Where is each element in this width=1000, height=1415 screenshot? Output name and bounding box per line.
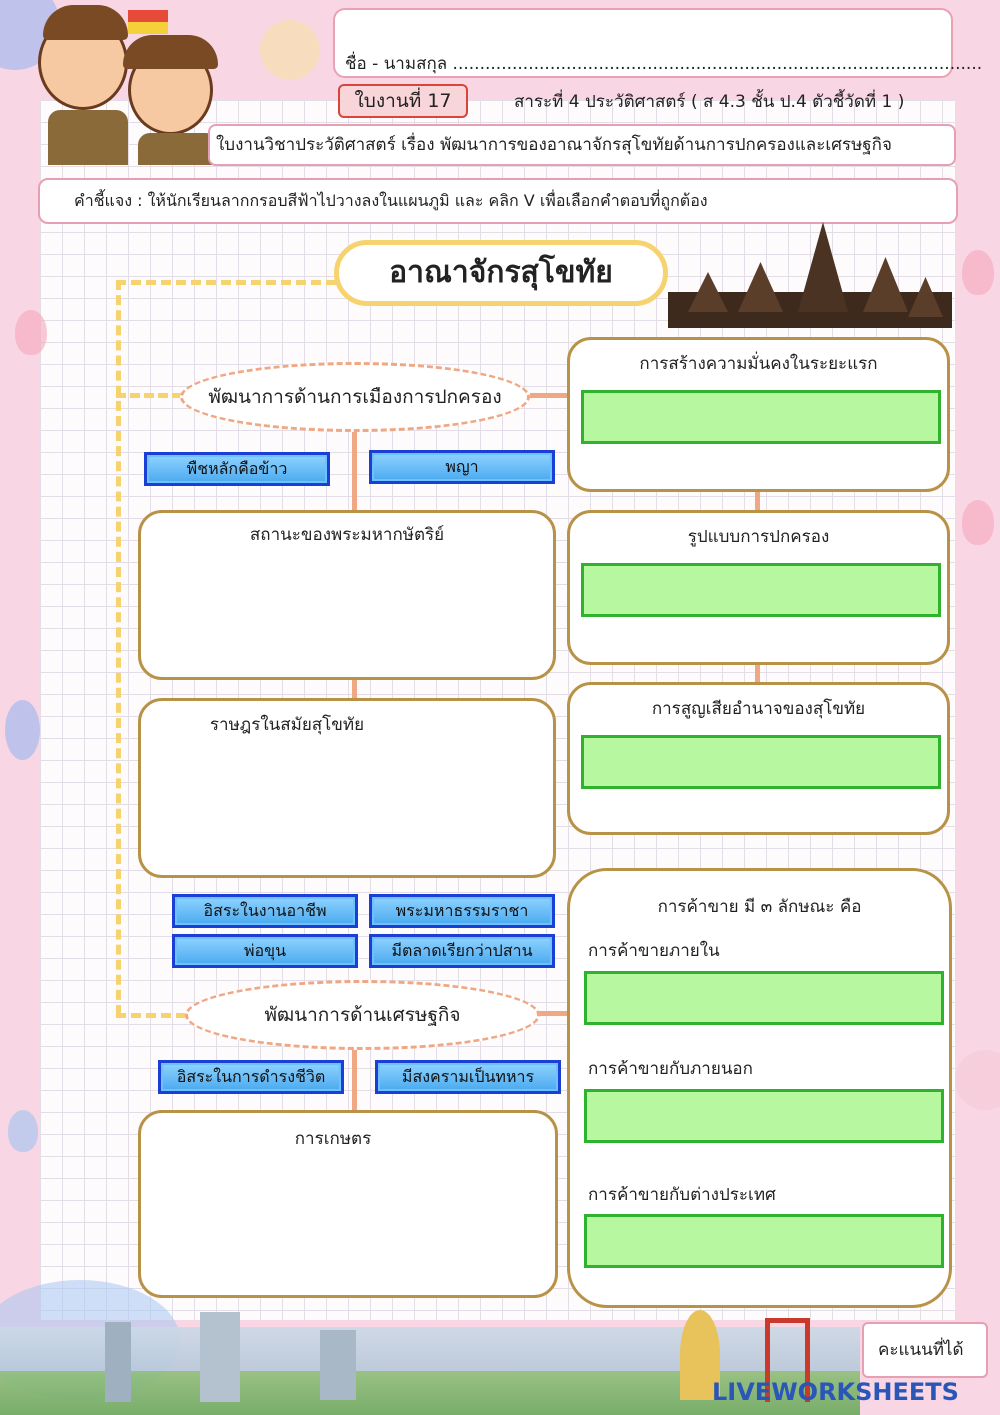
drag-tile[interactable]: พืชหลักคือข้าว <box>144 452 330 486</box>
connector-line <box>352 678 357 700</box>
box-label: การเกษตร <box>141 1125 525 1152</box>
connector-line <box>755 662 760 684</box>
economy-oval: พัฒนาการด้านเศรษฐกิจ <box>185 980 540 1050</box>
answer-field[interactable] <box>581 735 941 789</box>
question-trade: การค้าขาย มี ๓ ลักษณะ คือ การค้าขายภายใน… <box>567 868 952 1308</box>
connector-dashed <box>116 280 121 1015</box>
skyline-tower <box>105 1322 131 1402</box>
question-loss-power: การสูญเสียอำนาจของสุโขทัย <box>567 682 950 835</box>
connector-dashed <box>116 393 182 398</box>
drag-tile[interactable]: พ่อขุน <box>172 934 358 968</box>
drop-zone-agriculture[interactable]: การเกษตร <box>138 1110 558 1298</box>
kingdom-title: อาณาจักรสุโขทัย <box>334 240 668 306</box>
score-label: คะแนนที่ได้ <box>878 1340 964 1360</box>
connector-line <box>530 393 570 398</box>
decor-tulip <box>962 250 994 295</box>
trade-foreign-label: การค้าขายกับต่างประเทศ <box>588 1181 776 1208</box>
name-field[interactable]: ชื่อ - นามสกุล .........................… <box>333 8 953 78</box>
subject-text: สาระที่ 4 ประวัติศาสตร์ ( ส 4.3 ชั้น ป.4… <box>514 88 904 115</box>
connector-line <box>755 490 760 512</box>
liveworksheets-logo: LIVEWORKSHEETS <box>712 1378 959 1406</box>
drag-tile[interactable]: อิสระในงานอาชีพ <box>172 894 358 928</box>
connector-line <box>352 420 357 512</box>
box-label: สถานะของพระมหากษัตริย์ <box>141 521 553 548</box>
box-label: การค้าขาย มี ๓ ลักษณะ คือ <box>570 893 949 920</box>
drag-tile[interactable]: พระมหาธรรมราชา <box>369 894 555 928</box>
decor-flower <box>260 20 320 80</box>
politics-oval: พัฒนาการด้านการเมืองการปกครอง <box>180 362 530 432</box>
decor-tulip <box>15 310 47 355</box>
name-line: ชื่อ - นามสกุล .........................… <box>345 50 982 77</box>
trade-internal-label: การค้าขายภายใน <box>588 937 720 964</box>
decor-tulip <box>962 500 994 545</box>
scout-kids-illustration <box>18 5 228 165</box>
question-early-stability: การสร้างความมั่นคงในระยะแรก <box>567 337 950 492</box>
connector-dashed <box>116 280 336 285</box>
connector-line <box>352 1045 357 1113</box>
decor-leaf <box>5 700 40 760</box>
answer-field[interactable] <box>581 563 941 617</box>
answer-field[interactable] <box>581 390 941 444</box>
decor-flower <box>955 1050 1000 1110</box>
answer-field[interactable] <box>584 971 944 1025</box>
box-label: รูปแบบการปกครอง <box>570 523 947 550</box>
box-label: ราษฎรในสมัยสุโขทัย <box>141 711 433 738</box>
box-label: การสร้างความมั่นคงในระยะแรก <box>570 350 947 377</box>
box-label: การสูญเสียอำนาจของสุโขทัย <box>570 695 947 722</box>
drag-tile[interactable]: พญา <box>369 450 555 484</box>
skyline-tower <box>200 1312 240 1402</box>
drag-tile[interactable]: มีสงครามเป็นทหาร <box>375 1060 561 1094</box>
connector-dashed <box>116 1013 186 1018</box>
skyline-tower <box>320 1330 356 1400</box>
temple-ruins-photo <box>668 222 952 328</box>
trade-outside-label: การค้าขายกับภายนอก <box>588 1055 753 1082</box>
drop-zone-king-status[interactable]: สถานะของพระมหากษัตริย์ <box>138 510 556 680</box>
decor-tulip <box>8 1110 38 1152</box>
answer-field[interactable] <box>584 1089 944 1143</box>
answer-field[interactable] <box>584 1214 944 1268</box>
instruction-text: คำชี้แจง : ให้นักเรียนลากกรอบสีฟ้าไปวางล… <box>38 178 958 224</box>
worksheet-title: ใบงานวิชาประวัติศาสตร์ เรื่อง พัฒนาการขอ… <box>208 124 956 166</box>
score-box: คะแนนที่ได้ <box>862 1322 988 1378</box>
drag-tile[interactable]: มีตลาดเรียกว่าปสาน <box>369 934 555 968</box>
drag-tile[interactable]: อิสระในการดำรงชีวิต <box>158 1060 344 1094</box>
sheet-number-badge: ใบงานที่ 17 <box>338 84 468 118</box>
question-gov-form: รูปแบบการปกครอง <box>567 510 950 665</box>
drop-zone-people[interactable]: ราษฎรในสมัยสุโขทัย <box>138 698 556 878</box>
